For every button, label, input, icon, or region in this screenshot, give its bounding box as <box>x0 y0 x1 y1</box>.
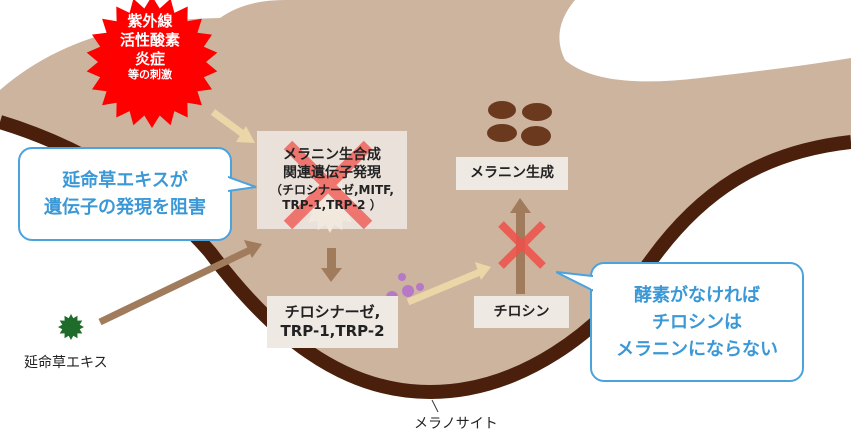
callout-right-line-2: チロシンは <box>652 311 742 333</box>
gene-expression-box: メラニン生合成 関連遺伝子発現 （チロシナーゼ,MITF, TRP-1,TRP-… <box>257 131 407 229</box>
cell-body <box>0 0 851 390</box>
callout-gene-inhibition: 延命草エキスが 遺伝子の発現を阻害 <box>18 147 232 241</box>
callout-enzyme-needed: 酵素がなければ チロシンは メラニンにならない <box>590 262 804 382</box>
stimulus-inflammation: 炎症 <box>134 49 165 68</box>
melanin-box-label: メラニン生成 <box>470 165 554 182</box>
stimulus-uv: 紫外線 <box>127 12 173 30</box>
stimulus-arrow <box>210 109 255 143</box>
tyrosine-to-melanin-arrow <box>510 198 531 294</box>
gene-to-enzyme-arrow <box>321 248 342 282</box>
stimulus-ros: 活性酸素 <box>119 30 180 49</box>
callout-left-line-1: 延命草エキスが <box>62 170 188 191</box>
callout-left-line-2: 遺伝子の発現を阻害 <box>44 197 206 218</box>
extract-label: 延命草エキス <box>24 355 108 371</box>
enzyme-box-line-1: チロシナーゼ, <box>284 302 381 321</box>
stimulus-text: 紫外線 活性酸素 炎症 等の刺激 <box>95 12 205 82</box>
melanin-granules-icon <box>487 101 552 146</box>
gene-box-title-2: 関連遺伝子発現 <box>283 165 381 182</box>
tyrosine-box-label: チロシン <box>493 303 550 320</box>
tyrosine-box: チロシン <box>474 296 569 328</box>
stimulus-etc: 等の刺激 <box>128 68 172 82</box>
cell-label: メラノサイト <box>414 416 498 432</box>
gene-inhibit-cross-icon <box>283 140 373 230</box>
extract-leaf-icon <box>58 314 84 340</box>
gene-box-sub-2: TRP-1,TRP-2 ） <box>282 198 382 213</box>
callout-right-tail <box>556 271 594 292</box>
callout-right-line-3: メラニンにならない <box>616 338 778 360</box>
extract-arrow <box>98 240 262 326</box>
gene-box-sub-1: （チロシナーゼ,MITF, <box>270 182 394 197</box>
callout-right-line-1: 酵素がなければ <box>634 284 760 306</box>
stimulus-starburst <box>86 0 218 128</box>
melanin-box: メラニン生成 <box>456 157 568 190</box>
callout-left-tail <box>228 175 257 193</box>
enzyme-box: チロシナーゼ, TRP-1,TRP-2 <box>267 296 398 348</box>
enzyme-to-tyrosine-arrow <box>406 262 491 306</box>
enzyme-box-line-2: TRP-1,TRP-2 <box>280 322 385 340</box>
tyrosine-inhibit-cross-icon <box>498 221 546 269</box>
gene-box-title-1: メラニン生合成 <box>283 147 381 164</box>
cell-label-leader <box>431 399 439 413</box>
